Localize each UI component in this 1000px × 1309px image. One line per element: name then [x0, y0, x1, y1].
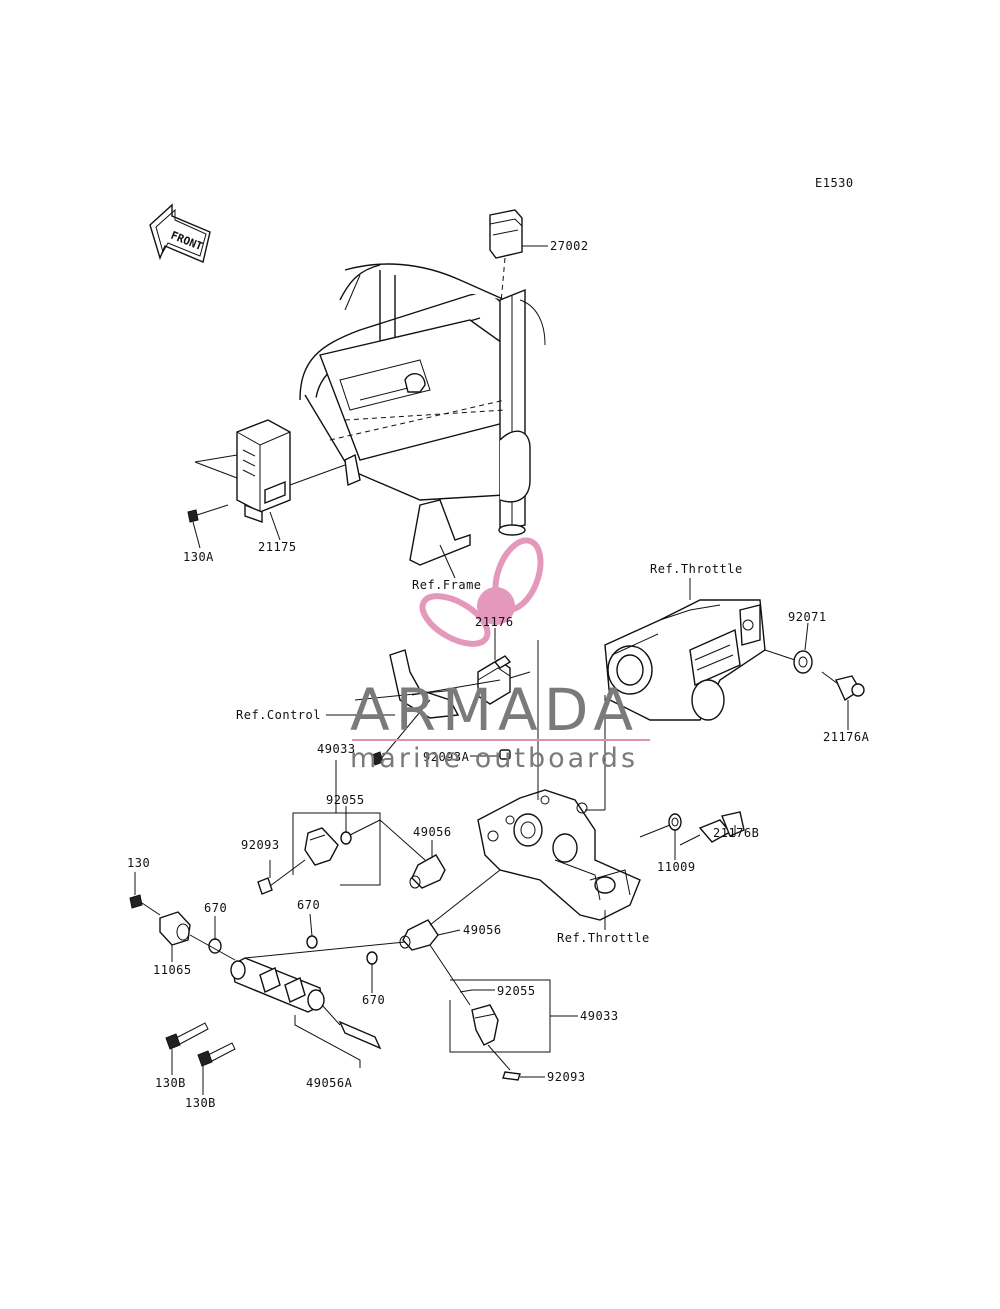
- injector-49033-bottom: [429, 944, 551, 1081]
- bolt-130B-b: [197, 1042, 236, 1067]
- oring-670-b: [306, 935, 318, 949]
- sensor-21176: [354, 649, 531, 766]
- leader-49056A: [294, 1015, 361, 1068]
- label-130B-b: 130B: [185, 1096, 216, 1110]
- leader-130A: [192, 521, 201, 549]
- label-130B-a: 130B: [155, 1076, 186, 1090]
- label-21176A: 21176A: [823, 730, 870, 744]
- label-92055-bottom: 92055: [497, 984, 536, 998]
- label-670-a: 670: [204, 901, 228, 915]
- label-92071: 92071: [788, 610, 827, 624]
- label-21175: 21175: [258, 540, 297, 554]
- label-49033-bottom: 49033: [580, 1009, 619, 1023]
- bolt-130B-a: [165, 1022, 209, 1050]
- armada-logo-icon: [419, 537, 544, 647]
- leader-21175: [269, 511, 281, 541]
- label-ref-control: Ref.Control: [236, 708, 321, 722]
- fuel-rail-49056A: [230, 941, 406, 1050]
- intake-manifold: [477, 789, 641, 921]
- watermark-subtitle: marine outboards: [350, 743, 639, 774]
- label-670-b: 670: [297, 898, 321, 912]
- label-ref-throttle-top: Ref.Throttle: [650, 562, 743, 576]
- oring-670-c: [366, 951, 378, 965]
- label-670-c: 670: [362, 993, 386, 1007]
- label-92055-top: 92055: [326, 793, 365, 807]
- label-11065: 11065: [153, 963, 192, 977]
- diagram-code: E1530: [815, 176, 854, 190]
- label-49056A: 49056A: [306, 1076, 353, 1090]
- throttle-body: [604, 599, 766, 721]
- label-49033-top: 49033: [317, 742, 356, 756]
- label-49056-mid: 49056: [463, 923, 502, 937]
- label-92093-top: 92093: [241, 838, 280, 852]
- leader-ref-frame: [439, 544, 456, 579]
- logo-hub: [477, 587, 515, 625]
- ecu-21175: [194, 419, 346, 523]
- washer-92071: [764, 649, 813, 674]
- oring-670-a: [189, 934, 236, 961]
- front-arrow-icon: FRONT: [149, 203, 211, 263]
- cap-92093A: [499, 749, 511, 760]
- label-11009: 11009: [657, 860, 696, 874]
- frame-assembly: [299, 263, 546, 566]
- leader-670-b: [309, 913, 313, 937]
- leader-92071: [804, 622, 809, 651]
- label-ref-throttle-bottom: Ref.Throttle: [557, 931, 650, 945]
- label-92093A: 92093A: [423, 750, 470, 764]
- damper-11065: [129, 894, 191, 946]
- injector-49056-mid: [399, 869, 501, 951]
- label-21176B: 21176B: [713, 826, 760, 840]
- sensor-21176A: [821, 671, 865, 702]
- watermark-title: ARMADA: [350, 676, 640, 744]
- label-130A: 130A: [183, 550, 214, 564]
- label-92093-bottom: 92093: [547, 1070, 586, 1084]
- label-21176: 21176: [475, 615, 514, 629]
- label-49056-top: 49056: [413, 825, 452, 839]
- bolt-130A: [187, 504, 229, 523]
- sensor-21176B: [679, 811, 745, 846]
- label-ref-frame: Ref.Frame: [412, 578, 482, 592]
- injector-49033-top: [257, 812, 381, 895]
- logo-blade-left: [419, 593, 491, 647]
- label-27002: 27002: [550, 239, 589, 253]
- label-130: 130: [127, 856, 151, 870]
- injector-49056-top: [379, 819, 446, 889]
